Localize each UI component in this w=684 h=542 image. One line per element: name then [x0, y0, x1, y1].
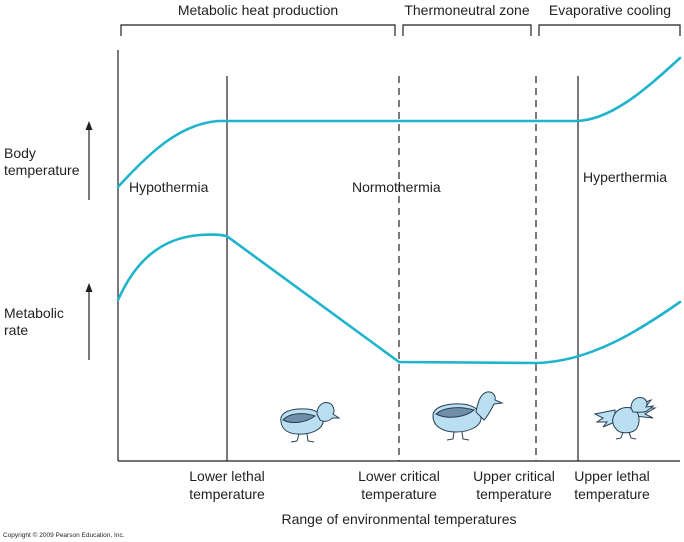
metabolic-rate-label-1: Metabolic: [4, 305, 64, 321]
copyright-notice: Copyright © 2009 Pearson Education, Inc.: [3, 531, 125, 539]
bracket-thermoneutral: [402, 24, 532, 36]
threshold-lines: [226, 76, 579, 461]
body-temperature-label-1: Body: [4, 145, 36, 161]
upper-lethal-label-2: temperature: [574, 486, 650, 502]
bracket-evaporative: [538, 24, 681, 36]
metabolic-rate-label-2: rate: [4, 322, 28, 338]
axes: [117, 50, 680, 462]
upper-critical-label-1: Upper critical: [473, 468, 555, 484]
huddled-duck-icon: [280, 402, 341, 443]
heat-stressed-bird-icon: [593, 397, 657, 440]
lower-critical-label-2: temperature: [361, 486, 437, 502]
curves: [116, 56, 682, 365]
x-axis-label: Range of environmental temperatures: [281, 511, 516, 527]
body-temperature-curve: [116, 56, 682, 189]
lower-lethal-label-2: temperature: [189, 486, 265, 502]
bracket-label-metabolic-heat: Metabolic heat production: [178, 2, 338, 18]
bracket-label-thermoneutral: Thermoneutral zone: [404, 2, 530, 18]
body-temp-arrowhead: [85, 121, 93, 130]
brackets: [120, 24, 681, 36]
axis-arrows: [85, 121, 93, 360]
body-temperature-label-2: temperature: [4, 162, 80, 178]
bracket-label-evaporative: Evaporative cooling: [549, 2, 671, 18]
metabolic-rate-arrowhead: [85, 283, 93, 292]
metabolic-rate-curve: [116, 233, 682, 365]
upper-lethal-label-1: Upper lethal: [574, 468, 650, 484]
hypothermia-label: Hypothermia: [129, 179, 209, 195]
upper-critical-label-2: temperature: [476, 486, 552, 502]
normothermia-label: Normothermia: [352, 179, 441, 195]
normal-duck-icon: [432, 391, 504, 441]
bracket-metabolic-heat: [120, 24, 396, 36]
lower-lethal-label-1: Lower lethal: [189, 468, 265, 484]
lower-critical-label-1: Lower critical: [358, 468, 440, 484]
hyperthermia-label: Hyperthermia: [583, 169, 667, 185]
